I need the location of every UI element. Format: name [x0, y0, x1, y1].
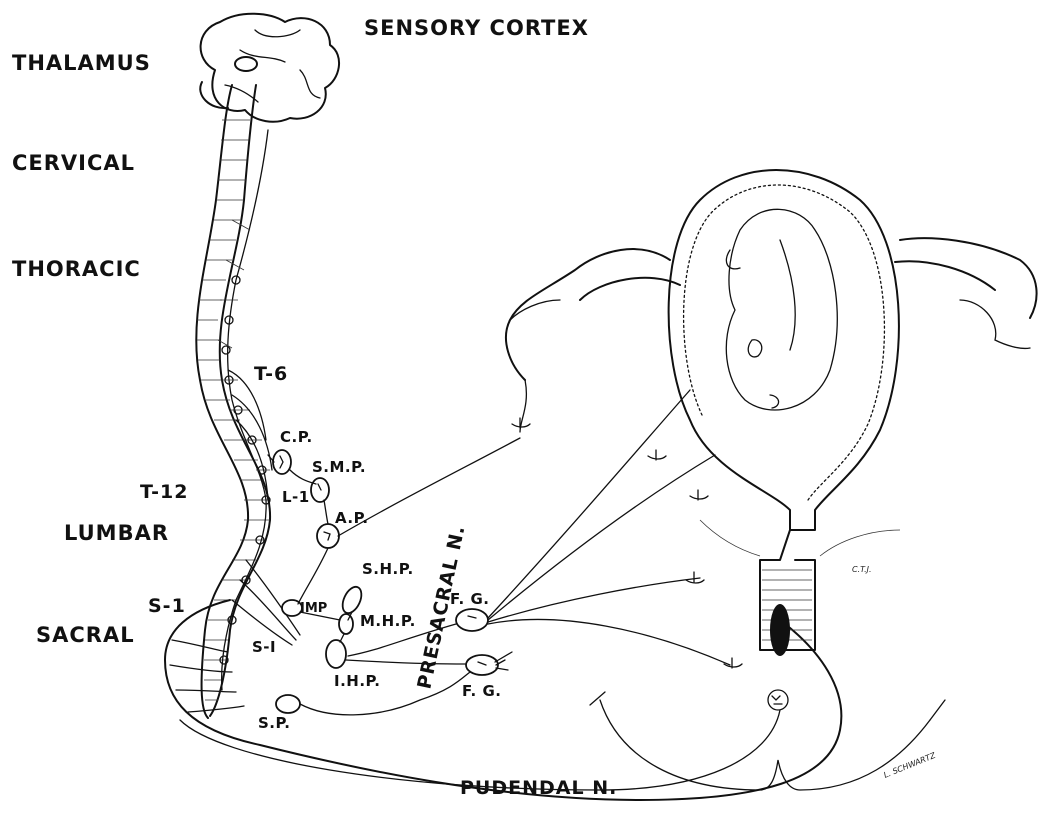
label-thalamus: THALAMUS — [12, 51, 151, 75]
label-fg-upper: F. G. — [450, 590, 489, 608]
middle-hypogastric-plexus-node — [339, 614, 353, 634]
label-lumbar: LUMBAR — [64, 521, 169, 545]
label-t6: T-6 — [254, 363, 288, 385]
label-imp: IMP — [300, 601, 327, 616]
uterus-drawing — [506, 170, 1037, 790]
spinal-cord-drawing — [196, 85, 270, 718]
label-s1-left: S-1 — [148, 595, 186, 617]
label-mhp: M.H.P. — [360, 612, 416, 630]
label-thoracic: THORACIC — [12, 257, 141, 281]
label-sensory-cortex: SENSORY CORTEX — [364, 16, 589, 40]
label-ap: A.P. — [335, 509, 369, 527]
label-shp: S.H.P. — [362, 560, 414, 578]
label-cervical: CERVICAL — [12, 151, 135, 175]
inferior-hypogastric-plexus-node — [326, 640, 346, 668]
sacral-plexus-node — [276, 695, 300, 713]
label-l1: L-1 — [282, 488, 310, 506]
superior-mesenteric-plexus-node — [311, 478, 329, 502]
label-ihp: I.H.P. — [334, 672, 380, 690]
sacral-plexus-drawing — [165, 370, 841, 800]
label-fg-lower: F. G. — [462, 682, 501, 700]
label-pudendal-nerve: PUDENDAL N. — [460, 777, 617, 799]
artist-signature: L. SCHWARTZ — [882, 751, 937, 780]
label-sp: S.P. — [258, 714, 290, 732]
aortic-plexus-node — [317, 524, 339, 548]
frankenhauser-ganglion-lower — [466, 655, 498, 675]
label-t12: T-12 — [140, 481, 189, 503]
label-smp: S.M.P. — [312, 458, 366, 476]
label-cp: C.P. — [280, 428, 313, 446]
frankenhauser-ganglion-upper — [456, 609, 488, 631]
label-ctj: C.T.J. — [852, 565, 872, 574]
label-s1-mid: S-I — [252, 638, 276, 656]
label-sacral: SACRAL — [36, 623, 135, 647]
celiac-plexus-node — [273, 450, 291, 474]
brain-drawing — [200, 14, 339, 122]
